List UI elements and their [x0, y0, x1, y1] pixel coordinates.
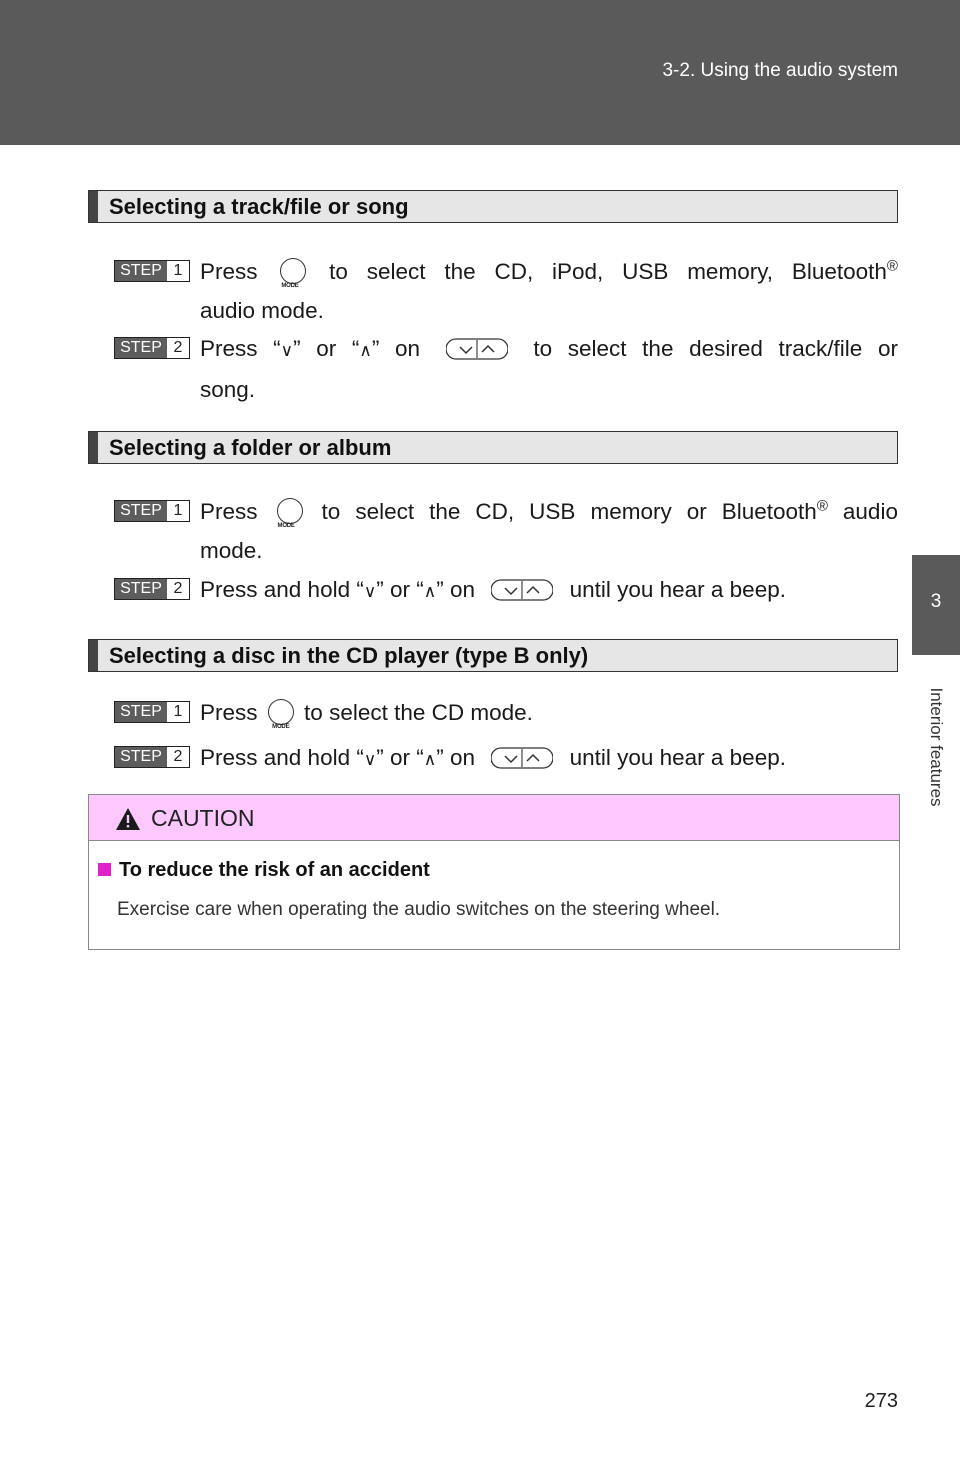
caution-body: Exercise care when operating the audio s… — [117, 899, 721, 920]
step-item: STEP 2 Press “∨” or “∧” on to select the… — [114, 329, 898, 409]
mode-button-icon: MODE — [267, 699, 294, 730]
chapter-number: 3 — [930, 591, 942, 612]
chapter-tab: 3 — [912, 555, 960, 655]
step-text: Press “∨” or “∧” on to select the desire… — [200, 336, 898, 361]
mode-button-icon: MODE — [276, 498, 303, 529]
step-badge: STEP 2 — [114, 337, 190, 359]
warning-triangle-icon — [116, 808, 140, 830]
step-text-continued: mode. — [200, 538, 263, 563]
step-item: STEP 2 Press and hold “∨” or “∧” on unti… — [114, 570, 898, 611]
seek-up-down-switch-icon — [491, 579, 554, 601]
step-text: Press MODE to select the CD, USB memory … — [200, 497, 898, 529]
breadcrumb: 3-2. Using the audio system — [662, 60, 898, 81]
step-badge: STEP 1 — [114, 260, 190, 282]
section-title: Selecting a disc in the CD player (type … — [109, 643, 589, 668]
step-item: STEP 1 Press MODE to select the CD, iPod… — [114, 252, 898, 330]
section-heading-folder: Selecting a folder or album — [88, 431, 898, 464]
page-number: 273 — [864, 1390, 898, 1412]
step-badge: STEP 1 — [114, 701, 190, 723]
section-heading-disc: Selecting a disc in the CD player (type … — [88, 639, 898, 672]
mode-button-icon: MODE — [280, 258, 307, 289]
step-badge: STEP 1 — [114, 500, 190, 522]
caution-box: CAUTION To reduce the risk of an acciden… — [88, 794, 900, 950]
seek-up-down-switch-icon — [445, 338, 508, 360]
header-band: 3-2. Using the audio system — [0, 0, 960, 145]
seek-up-down-switch-icon — [491, 747, 554, 769]
step-item: STEP 2 Press and hold “∨” or “∧” on unti… — [114, 738, 898, 779]
step-badge: STEP 2 — [114, 578, 190, 600]
step-text: Press MODE to select the CD mode. — [200, 699, 533, 730]
step-item: STEP 1 Press MODE to select the CD mode. — [114, 693, 898, 732]
step-badge: STEP 2 — [114, 746, 190, 768]
step-text-continued: audio mode. — [200, 298, 324, 323]
section-heading-track: Selecting a track/file or song — [88, 190, 898, 223]
section-title: Selecting a folder or album — [109, 435, 392, 460]
step-text: Press and hold “∨” or “∧” on until you h… — [200, 577, 786, 602]
step-item: STEP 1 Press MODE to select the CD, USB … — [114, 492, 898, 570]
step-text: Press and hold “∨” or “∧” on until you h… — [200, 745, 786, 770]
chapter-label: Interior features — [927, 687, 946, 807]
caution-header: CAUTION — [89, 795, 899, 841]
chapter-label-container: Interior features — [913, 662, 959, 832]
section-title: Selecting a track/file or song — [109, 194, 409, 219]
step-text: Press MODE to select the CD, iPod, USB m… — [200, 257, 898, 289]
step-text-continued: song. — [200, 377, 256, 402]
caution-subheading: To reduce the risk of an accident — [98, 859, 430, 882]
caution-title: CAUTION — [151, 805, 255, 831]
bullet-square-icon — [98, 863, 111, 876]
